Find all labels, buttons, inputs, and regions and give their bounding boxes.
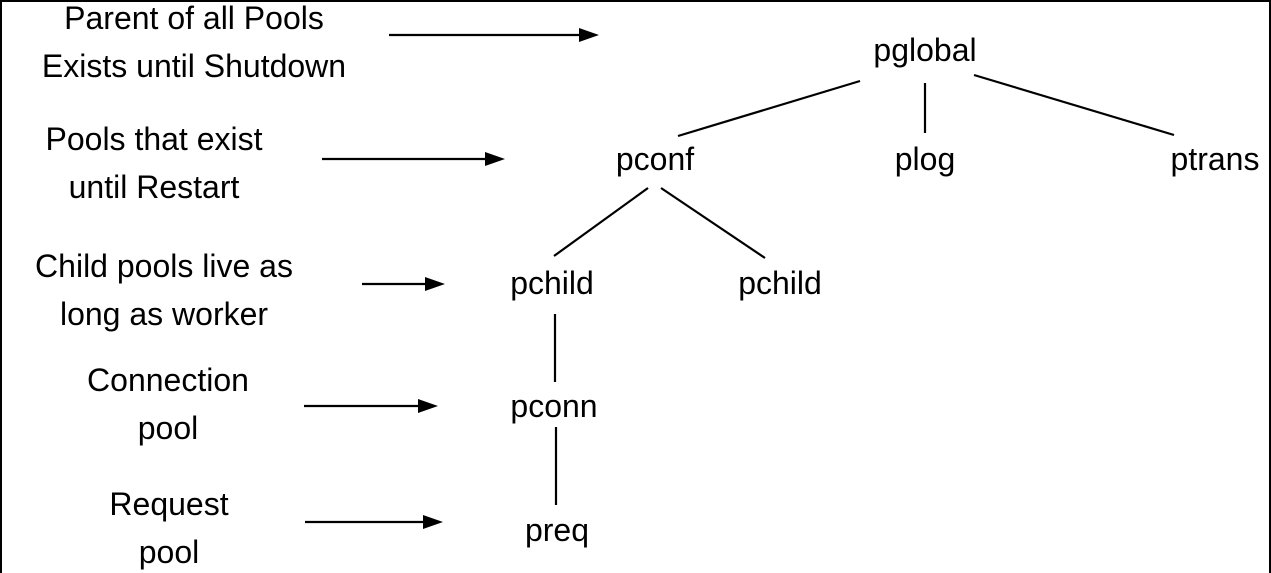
node-pglobal: pglobal xyxy=(873,32,977,68)
annotation-pconf: Pools that exist until Restart xyxy=(4,115,304,211)
node-ptrans: ptrans xyxy=(1170,141,1260,177)
node-pchild-right: pchild xyxy=(738,265,822,301)
arrowhead-pglobal-icon xyxy=(579,28,599,42)
node-pconf: pconf xyxy=(615,141,695,177)
node-plog: plog xyxy=(894,141,956,177)
annotation-line: Request xyxy=(109,486,229,522)
edge-pglobal-pconf xyxy=(677,79,861,138)
arrowhead-preq-icon xyxy=(423,515,443,529)
edge-pconf-pchild-left xyxy=(553,187,649,257)
annotation-line: Exists until Shutdown xyxy=(41,48,347,84)
annotation-line: Parent of all Pools xyxy=(64,0,324,36)
edge-pglobal-ptrans xyxy=(973,73,1175,137)
node-pconn: pconn xyxy=(510,388,598,424)
arrowhead-pconf-icon xyxy=(485,152,505,166)
annotation-line: pool xyxy=(138,534,200,570)
annotation-preq: Request pool xyxy=(39,480,299,573)
arrowhead-pconn-icon xyxy=(418,399,438,413)
annotation-line: Child pools live as xyxy=(35,248,293,284)
edge-pconf-pchild-right xyxy=(660,187,766,259)
annotation-line: until Restart xyxy=(68,169,240,205)
annotation-line: long as worker xyxy=(59,296,269,332)
annotation-pchild: Child pools live as long as worker xyxy=(2,242,329,338)
annotation-line: pool xyxy=(137,410,199,446)
arrowhead-pchild-icon xyxy=(425,277,445,291)
node-pchild-left: pchild xyxy=(510,265,594,301)
node-preq: preq xyxy=(524,512,590,548)
annotation-pconn: Connection pool xyxy=(38,356,298,452)
annotation-pglobal: Parent of all Pools Exists until Shutdow… xyxy=(2,0,394,90)
annotation-line: Connection xyxy=(87,362,249,398)
annotation-line: Pools that exist xyxy=(45,121,263,157)
